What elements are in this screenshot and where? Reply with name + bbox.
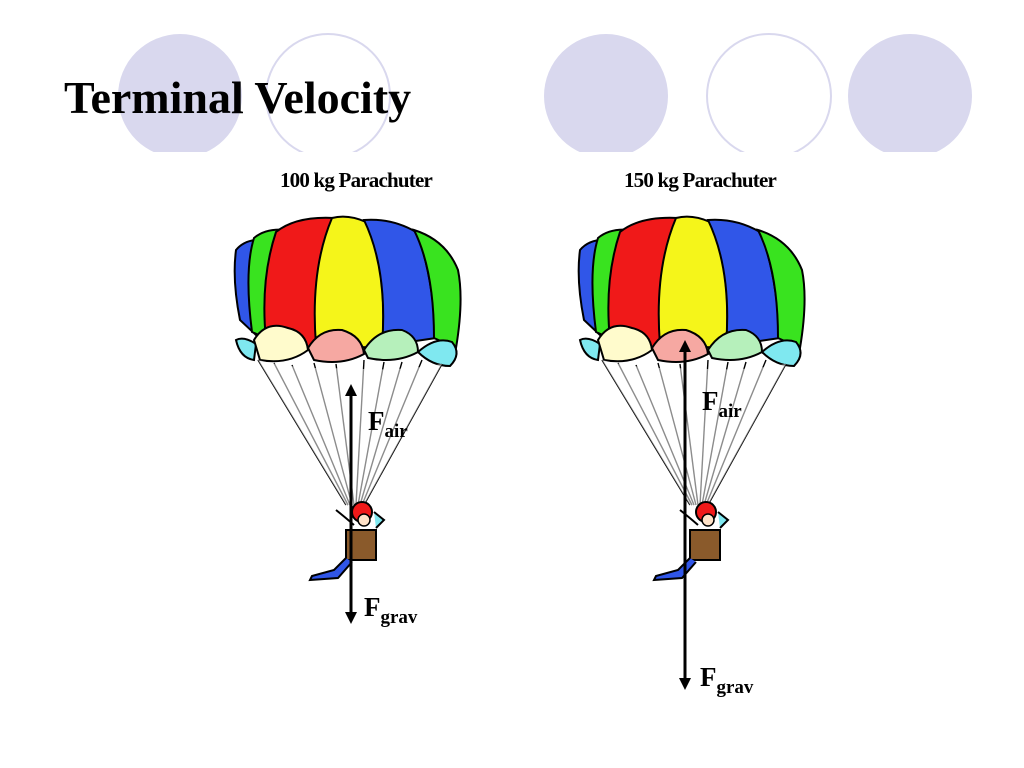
- canopy-scallop-cream: [252, 324, 310, 363]
- decor-mask: [0, 152, 1024, 172]
- parachute-illustration: [577, 215, 806, 690]
- force-label-grav: Fgrav: [364, 592, 418, 628]
- canopy-scallop-mint: [362, 328, 420, 361]
- canopy-scallop-cyan-left: [578, 337, 602, 362]
- canopy-scallop-cream: [596, 324, 654, 363]
- force-label-grav: Fgrav: [700, 662, 754, 698]
- panel-caption: 150 kg Parachuter: [623, 168, 777, 192]
- parachuter-panel-100kg: 100 kg Parachuter: [196, 160, 516, 720]
- canopy-scallop-cyan-right: [760, 339, 802, 368]
- parachuter-panel-150kg: 150 kg Parachuter: [540, 160, 860, 720]
- canopy-scallop-mint: [706, 328, 764, 361]
- force-label-air: Fair: [702, 386, 742, 422]
- force-symbol: F: [368, 406, 385, 436]
- force-subscript: air: [718, 401, 742, 422]
- panel-caption: 100 kg Parachuter: [279, 168, 433, 192]
- force-arrow-grav: [679, 510, 691, 690]
- force-arrow-air: [679, 340, 691, 510]
- force-symbol: F: [700, 662, 717, 692]
- canopy-scallop-pink: [650, 328, 710, 363]
- force-symbol: F: [364, 592, 381, 622]
- canopy-scallop-pink: [306, 328, 366, 363]
- decor-circle-4: [706, 33, 832, 159]
- force-subscript: air: [384, 421, 408, 442]
- parachute-icon: [577, 215, 806, 690]
- canopy-scallop-cyan-right: [416, 339, 458, 368]
- canopy-scallop-cyan-left: [234, 337, 258, 362]
- canopy-panel-green-right: [412, 228, 462, 350]
- skydiver-figure: [308, 501, 386, 582]
- slide-title: Terminal Velocity: [64, 72, 412, 123]
- decor-circle-5: [848, 34, 972, 158]
- force-label-air: Fair: [368, 406, 408, 442]
- force-subscript: grav: [716, 677, 754, 698]
- force-arrow-air: [345, 384, 357, 510]
- parachute-icon: [233, 215, 462, 624]
- decor-circle-1: [118, 34, 242, 158]
- force-subscript: grav: [380, 607, 418, 628]
- skydiver-figure: [652, 501, 730, 582]
- force-arrow-grav: [345, 510, 357, 624]
- canopy-skirt: [602, 360, 786, 505]
- canopy-panel-green-right: [756, 228, 806, 350]
- decor-circle-3: [544, 34, 668, 158]
- force-symbol: F: [702, 386, 719, 416]
- parachute-illustration: [233, 215, 462, 624]
